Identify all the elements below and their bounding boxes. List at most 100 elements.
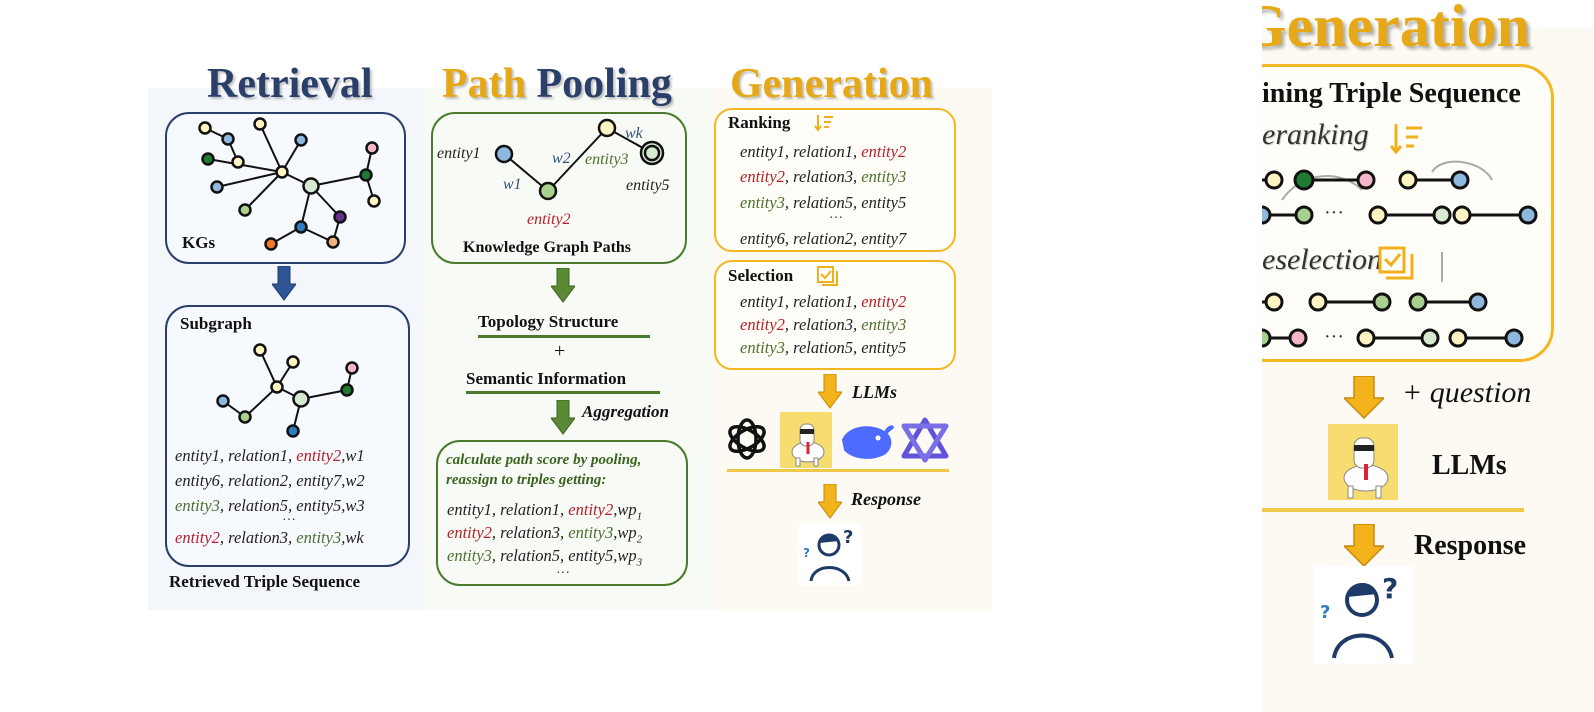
zoom-llama-icon	[1328, 424, 1398, 500]
openai-logo-icon	[728, 418, 766, 460]
calc-line-1: calculate path score by pooling,	[446, 452, 642, 468]
kg-graph	[198, 117, 381, 251]
path-entity2-label: entity2	[527, 211, 571, 228]
entity-label: entity2	[740, 167, 785, 186]
zoom-divider-line	[1262, 508, 1524, 512]
qwen-logo-icon	[901, 417, 949, 463]
weight-label: wp	[617, 523, 637, 542]
down-arrow-green	[551, 268, 575, 303]
plus-sign: +	[554, 340, 566, 362]
kg-paths-box	[431, 112, 687, 264]
path-score-box	[436, 440, 688, 586]
relation-label: relation1	[793, 142, 854, 161]
calc-line-2: reassign to triples getting:	[446, 472, 607, 488]
entity-label: entity3	[861, 167, 907, 186]
kgs-label: KGs	[182, 233, 216, 252]
relation-label: relation1	[793, 292, 854, 311]
path-entity5-label: entity5	[626, 177, 670, 194]
svg-text:?: ?	[1382, 572, 1398, 605]
subgraph-graph	[216, 343, 359, 438]
pooled-ellipsis: ···	[556, 566, 570, 581]
path-entity1-label: entity1	[437, 145, 481, 162]
selection-triple-2: entity2, relation3, entity3	[740, 315, 907, 334]
entity-label: entity5	[568, 546, 614, 565]
svg-text:?: ?	[1320, 602, 1330, 623]
svg-text:?: ?	[843, 527, 853, 548]
selection-box	[714, 260, 956, 370]
pooled-triple-1: entity1, relation1, entity2,wp1	[447, 500, 643, 523]
entity-label: entity1	[740, 142, 785, 161]
checkbox-icon	[817, 266, 838, 286]
weight-label: w3	[345, 496, 365, 515]
zoomed-generation-panel: Generation ining Triple Sequence erankin…	[1262, 0, 1594, 712]
relation-label: relation3	[500, 523, 561, 542]
entity-label: entity2	[740, 315, 785, 334]
retrieval-title: Retrieval	[207, 61, 373, 107]
entity-label: entity2	[296, 446, 342, 465]
zoom-question-label: + question	[1402, 376, 1532, 409]
retrieved-triple-sequence-caption: Retrieved Triple Sequence	[169, 572, 361, 591]
entity-label: entity7	[296, 471, 342, 490]
pooled-triple-3: entity3, relation5, entity5,wp3	[447, 546, 643, 569]
kg-paths-graph	[494, 118, 665, 201]
relation-label: relation1	[500, 500, 561, 519]
weight-subscript: 3	[636, 556, 643, 569]
relation-label: relation5	[500, 546, 561, 565]
path-wk-label: wk	[625, 125, 643, 142]
entity-label: entity5	[861, 338, 907, 357]
relation-label: relation2	[228, 471, 289, 490]
zoom-generation-title: Generation	[1262, 0, 1530, 59]
zoom-reranking-label: eranking	[1262, 118, 1369, 151]
relation-label: relation5	[793, 338, 854, 357]
subgraph-box	[165, 305, 410, 567]
kg-paths-caption: Knowledge Graph Paths	[463, 239, 632, 256]
entity-label: entity2	[447, 523, 492, 542]
zoom-llms-label: LLMs	[1432, 450, 1507, 481]
relation-label: relation3	[793, 167, 854, 186]
pooling-word: Pooling	[536, 61, 672, 107]
zoom-response-label: Response	[1414, 530, 1527, 561]
retrieved-triple-4: entity2, relation3, entity3,wk	[175, 528, 364, 547]
entity-label: entity3	[175, 496, 220, 515]
topology-underline	[478, 335, 650, 338]
relation-label: relation3	[793, 315, 854, 334]
weight-label: w1	[345, 446, 365, 465]
entity-label: entity2	[175, 528, 220, 547]
zoom-ellipsis-1: ···	[1324, 202, 1344, 224]
entity-label: entity5	[861, 193, 907, 212]
zoom-refining-triple-sequence: ining Triple Sequence	[1262, 78, 1521, 109]
pooled-triple-2: entity2, relation3, entity3,wp2	[447, 523, 643, 546]
zoom-thinking-user-icon: ? ?	[1314, 566, 1412, 664]
weight-subscript: 2	[636, 533, 643, 546]
entity-label: entity3	[568, 523, 614, 542]
weight-label: wp	[617, 500, 637, 519]
path-entity3-label: entity3	[585, 151, 629, 168]
ranking-label: Ranking	[728, 113, 791, 132]
zoom-ellipsis-2: ···	[1324, 326, 1344, 348]
llama-logo-icon	[780, 412, 832, 468]
zoom-down-arrow-1	[1344, 376, 1384, 420]
entity-label: entity3	[861, 315, 907, 334]
kgs-box	[165, 112, 406, 264]
deepseek-logo-icon	[842, 425, 894, 459]
semantic-information-label: Semantic Information	[466, 369, 627, 388]
response-label: Response	[851, 489, 922, 509]
entity-label: entity3	[447, 546, 492, 565]
relation-label: relation3	[228, 528, 289, 547]
weight-subscript: 1	[636, 510, 643, 523]
relation-label: relation5	[793, 193, 854, 212]
ranking-ellipsis: ···	[829, 211, 843, 226]
entity-label: entity6	[740, 229, 785, 248]
ranking-triple-4: entity6, relation2, entity7	[740, 229, 907, 248]
path-w2-label: w2	[552, 150, 571, 167]
down-arrow-navy	[272, 266, 296, 301]
path-w1-label: w1	[503, 176, 522, 193]
retrieved-triple-2: entity6, relation2, entity7,w2	[175, 471, 365, 490]
relation-label: relation5	[228, 496, 289, 515]
entity-label: entity1	[447, 500, 492, 519]
subgraph-label: Subgraph	[180, 314, 252, 333]
entity-label: entity1	[175, 446, 220, 465]
retrieved-triple-3: entity3, relation5, entity5,w3	[175, 496, 365, 515]
ranking-triple-2: entity2, relation3, entity3	[740, 167, 907, 186]
entity-label: entity7	[861, 229, 907, 248]
